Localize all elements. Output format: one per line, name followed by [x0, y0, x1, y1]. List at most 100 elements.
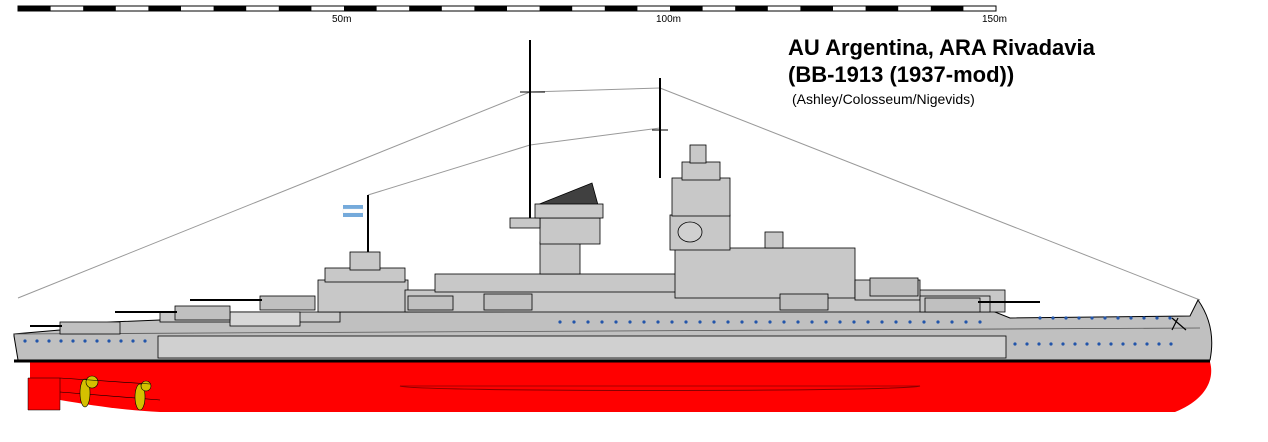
scale-segment [800, 6, 833, 11]
porthole [978, 320, 982, 324]
porthole [1169, 342, 1173, 346]
ship-class-title: (BB-1913 (1937-mod)) [788, 62, 1015, 87]
porthole [1037, 342, 1041, 346]
porthole [1109, 342, 1113, 346]
porthole [726, 320, 730, 324]
porthole [908, 320, 912, 324]
porthole [47, 339, 51, 343]
scale-segment [409, 6, 442, 11]
porthole [1121, 342, 1125, 346]
porthole [880, 320, 884, 324]
ship-name-title: AU Argentina, ARA Rivadavia [788, 35, 1095, 60]
porthole [1051, 316, 1055, 320]
porthole [614, 320, 618, 324]
porthole [1038, 316, 1042, 320]
porthole [852, 320, 856, 324]
porthole [23, 339, 27, 343]
porthole [572, 320, 576, 324]
porthole [628, 320, 632, 324]
porthole [838, 320, 842, 324]
porthole [740, 320, 744, 324]
scale-segment [278, 6, 312, 11]
porthole [83, 339, 87, 343]
porthole [1073, 342, 1077, 346]
porthole [143, 339, 147, 343]
porthole [1129, 316, 1133, 320]
porthole [684, 320, 688, 324]
porthole [107, 339, 111, 343]
porthole [1049, 342, 1053, 346]
superstructure [159, 144, 1006, 327]
porthole [1116, 316, 1120, 320]
porthole [1085, 342, 1089, 346]
porthole [131, 339, 135, 343]
portholes [23, 260, 1173, 346]
porthole [1157, 342, 1161, 346]
porthole [866, 320, 870, 324]
porthole [1142, 316, 1146, 320]
argentine-flag [342, 205, 364, 217]
scale-label-100m: 100m [656, 14, 682, 25]
scale-segment [604, 6, 638, 11]
porthole [1025, 342, 1029, 346]
scale-label-50m: 50m [332, 14, 352, 25]
porthole [1061, 342, 1065, 346]
porthole [824, 320, 828, 324]
scale-segment [18, 6, 51, 11]
rigging-lines [17, 87, 1201, 301]
porthole [1090, 316, 1094, 320]
porthole [59, 339, 63, 343]
porthole [656, 320, 660, 324]
porthole [894, 320, 898, 324]
porthole [754, 320, 758, 324]
masts [367, 40, 668, 252]
porthole [119, 339, 123, 343]
scale-segment [670, 6, 703, 11]
porthole [1013, 342, 1017, 346]
porthole [964, 320, 968, 324]
porthole [71, 339, 75, 343]
porthole [1168, 316, 1172, 320]
credit-line: (Ashley/Colosseum/Nigevids) [792, 91, 975, 107]
porthole [1097, 342, 1101, 346]
porthole [1064, 316, 1068, 320]
porthole [1155, 316, 1159, 320]
scale-segment [539, 6, 573, 11]
porthole [35, 339, 39, 343]
porthole [586, 320, 590, 324]
scale-segment [213, 6, 247, 11]
porthole [936, 320, 940, 324]
porthole [1133, 342, 1137, 346]
porthole [922, 320, 926, 324]
title-block: AU Argentina, ARA Rivadavia (BB-1913 (19… [788, 34, 1095, 107]
scale-segment [148, 6, 181, 11]
lower-hull [27, 362, 1212, 412]
scale-segment [930, 6, 964, 11]
scale-segment [83, 6, 116, 11]
porthole [768, 320, 772, 324]
scale-segment [474, 6, 507, 11]
turrets [30, 277, 1040, 335]
scale-bar [17, 5, 997, 12]
porthole [950, 320, 954, 324]
propellers [59, 375, 152, 411]
porthole [558, 320, 562, 324]
porthole [712, 320, 716, 324]
porthole [95, 339, 99, 343]
porthole [1103, 316, 1107, 320]
porthole [698, 320, 702, 324]
porthole [782, 320, 786, 324]
porthole [600, 320, 604, 324]
porthole [670, 320, 674, 324]
scale-segment [865, 6, 899, 11]
porthole [796, 320, 800, 324]
scale-segment [735, 6, 768, 11]
porthole [1077, 316, 1081, 320]
porthole [810, 320, 814, 324]
scale-label-150m: 150m [982, 14, 1008, 25]
scale-segment [344, 6, 377, 11]
porthole [642, 320, 646, 324]
porthole [1145, 342, 1149, 346]
